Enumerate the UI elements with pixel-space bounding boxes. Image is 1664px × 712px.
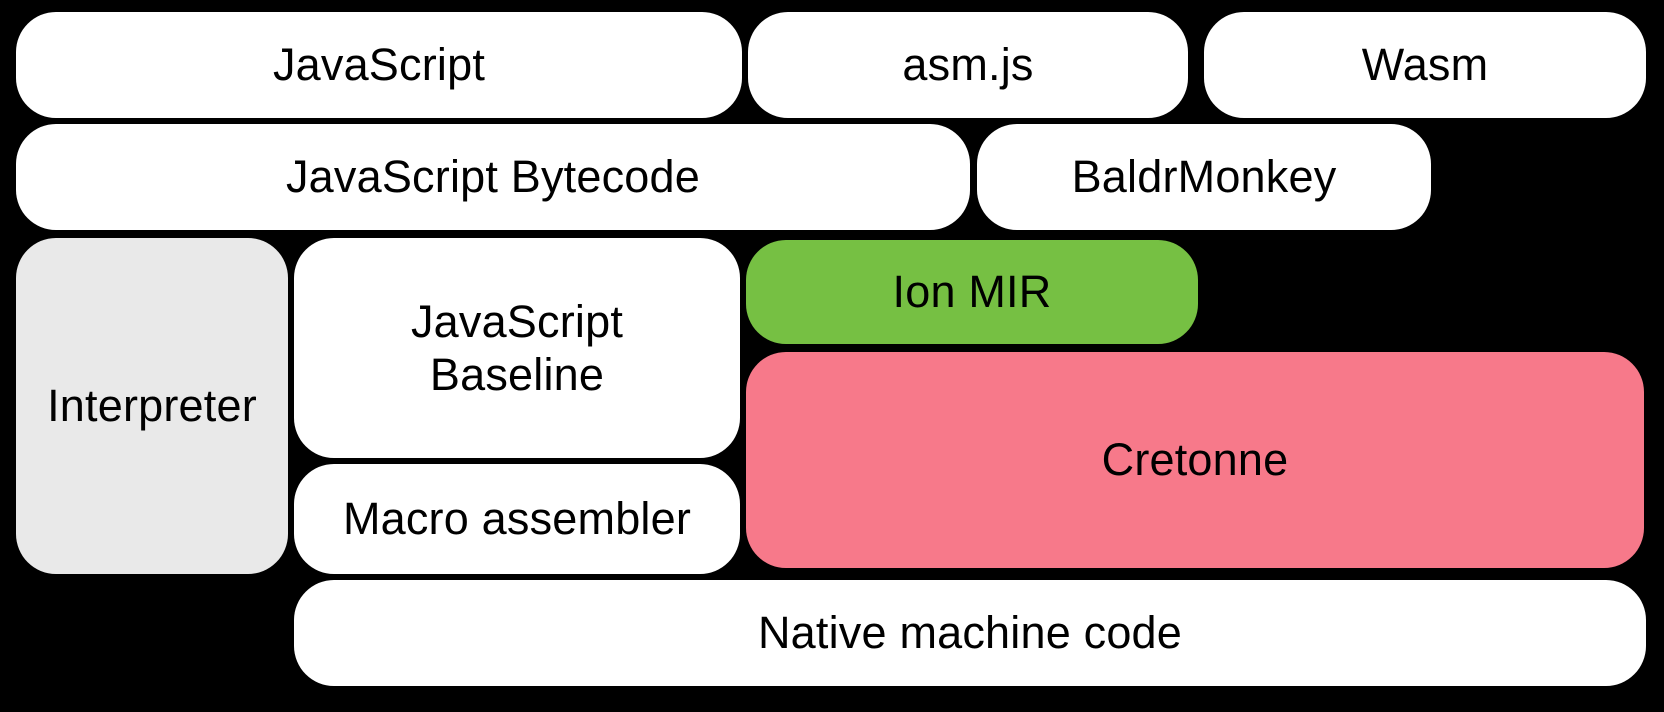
node-baldrmonkey: BaldrMonkey [977,124,1431,230]
node-asmjs-label: asm.js [902,39,1034,91]
node-ion-mir: Ion MIR [746,240,1198,344]
node-ion-mir-label: Ion MIR [892,266,1052,318]
node-javascript-baseline-label-line1: JavaScript [410,295,624,347]
node-javascript-label: JavaScript [272,39,486,91]
node-native-machine-code-label: Native machine code [757,607,1183,659]
node-native-machine-code: Native machine code [294,580,1646,686]
node-macro-assembler: Macro assembler [294,464,740,574]
node-macro-assembler-label: Macro assembler [342,493,692,545]
node-interpreter-label: Interpreter [47,380,257,432]
node-javascript-bytecode-label: JavaScript Bytecode [285,151,700,203]
node-javascript: JavaScript [16,12,742,118]
node-cretonne-label: Cretonne [1101,434,1289,486]
node-cretonne: Cretonne [746,352,1644,568]
node-wasm: Wasm [1204,12,1646,118]
node-interpreter: Interpreter [16,238,288,574]
node-wasm-label: Wasm [1361,39,1489,91]
node-javascript-bytecode: JavaScript Bytecode [16,124,970,230]
node-baldrmonkey-label: BaldrMonkey [1071,151,1337,203]
node-javascript-baseline-label-line2: Baseline [429,349,605,400]
node-asmjs: asm.js [748,12,1188,118]
node-javascript-baseline: JavaScript Baseline [294,238,740,458]
